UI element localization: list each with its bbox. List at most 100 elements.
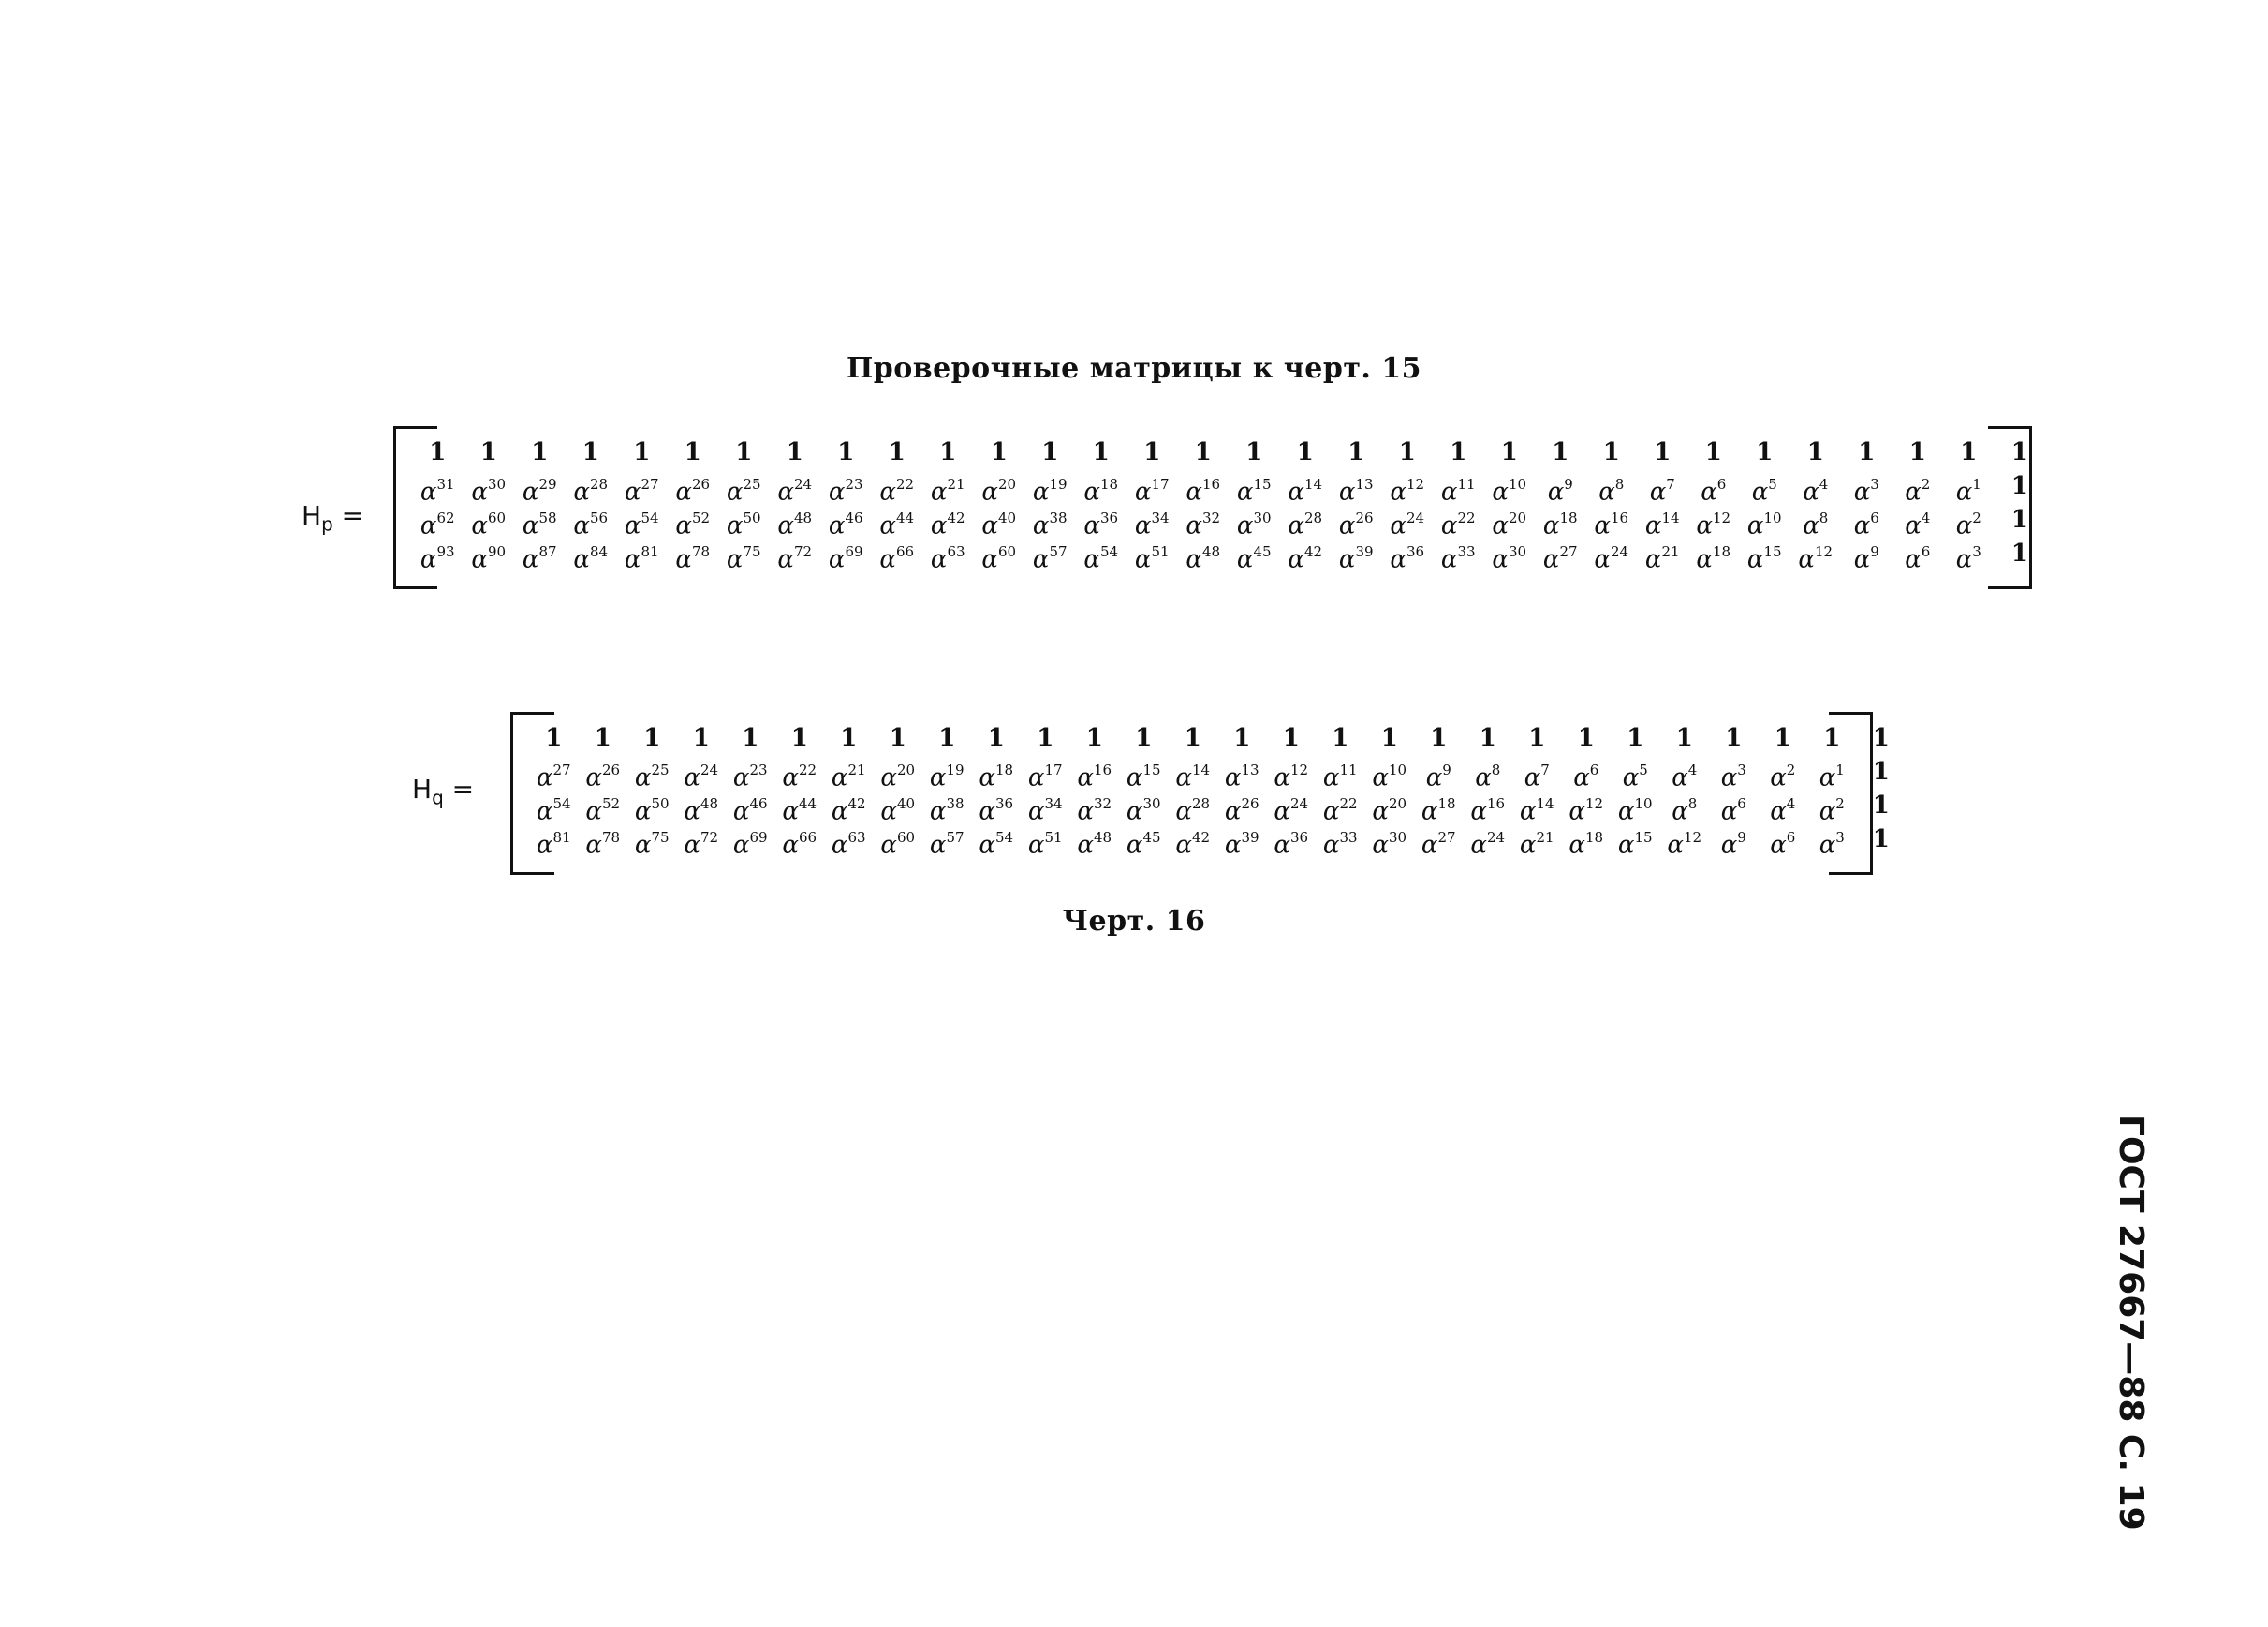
matrix-hq-cell-r1-c19: 1 [1430, 724, 1448, 752]
matrix-hp-cell-r4-c18: α42 [1288, 543, 1323, 574]
matrix-hq-cell-r3-c12: α32 [1077, 795, 1112, 826]
matrix-hq-cell-r3-c6: α44 [782, 795, 817, 826]
matrix-hq-cell-r4-c3: α75 [634, 829, 670, 860]
matrix-hp-cell-r2-c18: α14 [1288, 476, 1323, 507]
matrix-hp-cell-r3-c29: α6 [1853, 510, 1879, 540]
matrix-hp-cell-r2-c15: α17 [1134, 476, 1170, 507]
matrix-hq-cell-r4-c15: α39 [1224, 829, 1259, 860]
matrix-hp-cell-r2-c11: α21 [930, 476, 965, 507]
matrix-hq-cell-r2-c28: 1 [1872, 758, 1890, 786]
matrix-hp-cell-r2-c22: α10 [1492, 476, 1527, 507]
matrix-hp-cell-r1-c7: 1 [735, 438, 753, 466]
matrix-hp-cell-r1-c23: 1 [1552, 438, 1569, 466]
matrix-hp-cell-r1-c5: 1 [633, 438, 651, 466]
matrix-hq-cell-r2-c6: α22 [782, 762, 817, 792]
matrix-hq-cell-r1-c20: 1 [1479, 724, 1496, 752]
matrix-hq-cell-r2-c17: α11 [1322, 762, 1358, 792]
matrix-hp-cell-r4-c12: α60 [981, 543, 1017, 574]
matrix-hp-cell-r3-c12: α40 [981, 510, 1017, 540]
matrix-hq-cell-r3-c14: α28 [1175, 795, 1211, 826]
matrix-hq-cell-r1-c18: 1 [1380, 724, 1398, 752]
matrix-label-hp-equals: = [341, 500, 364, 531]
matrix-hq-cell-r1-c23: 1 [1627, 724, 1644, 752]
matrix-hq-cell-r3-c28: 1 [1872, 791, 1890, 820]
matrix-hq-cell-r3-c23: α10 [1617, 795, 1653, 826]
matrix-hq-cell-r3-c7: α42 [831, 795, 866, 826]
matrix-label-hq-sub: q [432, 786, 444, 809]
matrix-hp-cell-r2-c6: α26 [675, 476, 711, 507]
matrix-hq-cell-r1-c11: 1 [1037, 724, 1054, 752]
matrix-hp-cell-r4-c1: α93 [420, 543, 455, 574]
matrix-hp-right-bracket [1988, 426, 2032, 589]
matrix-hq-cell-r1-c6: 1 [790, 724, 808, 752]
matrix-hp-cell-r2-c24: α8 [1598, 476, 1625, 507]
matrix-hq-cell-r4-c12: α48 [1077, 829, 1112, 860]
matrix-hq-cell-r2-c24: α4 [1672, 762, 1698, 792]
matrix-hp-cell-r1-c2: 1 [479, 438, 497, 466]
matrix-hq-cell-r1-c16: 1 [1282, 724, 1300, 752]
matrix-hp-cell-r4-c6: α78 [675, 543, 711, 574]
matrix-hp-cell-r4-c5: α81 [624, 543, 659, 574]
matrix-hp-cell-r4-c3: α87 [522, 543, 557, 574]
matrix-label-hp-main: H [302, 500, 322, 531]
matrix-hq-cell-r4-c2: α78 [585, 829, 621, 860]
matrix-hq-cell-r2-c16: α12 [1274, 762, 1309, 792]
matrix-hq-cell-r2-c3: α25 [634, 762, 670, 792]
matrix-hq-cell-r1-c4: 1 [692, 724, 710, 752]
matrix-hp-cell-r1-c14: 1 [1092, 438, 1110, 466]
matrix-hp-cell-r1-c4: 1 [582, 438, 599, 466]
matrix-hp-cell-r2-c7: α25 [726, 476, 761, 507]
matrix-hq-cell-r2-c21: α7 [1524, 762, 1550, 792]
matrix-hq-cell-r2-c9: α19 [929, 762, 965, 792]
matrix-hp-cell-r4-c11: α63 [930, 543, 965, 574]
matrix-hq-cell-r3-c5: α46 [732, 795, 768, 826]
matrix-hq-cell-r3-c3: α50 [634, 795, 670, 826]
matrix-hq-cell-r1-c2: 1 [594, 724, 611, 752]
matrix-hp-cell-r3-c28: α8 [1803, 510, 1829, 540]
matrix-hp-cell-r3-c1: α62 [420, 510, 455, 540]
matrix-hp-cell-r2-c30: α2 [1905, 476, 1931, 507]
matrix-hq-cell-r4-c5: α69 [732, 829, 768, 860]
matrix-hp-cell-r3-c14: α36 [1083, 510, 1119, 540]
matrix-hp-cell-r3-c3: α58 [522, 510, 557, 540]
matrix-hp-cell-r3-c21: α22 [1440, 510, 1476, 540]
matrix-hp-cell-r3-c18: α28 [1288, 510, 1323, 540]
matrix-hp-cell-r4-c20: α36 [1390, 543, 1425, 574]
matrix-hq-cell-r1-c7: 1 [840, 724, 858, 752]
matrix-hq-cell-r3-c10: α36 [979, 795, 1014, 826]
matrix-hp-cell-r1-c3: 1 [531, 438, 549, 466]
matrix-hp-cell-r1-c6: 1 [684, 438, 701, 466]
matrix-hq-cell-r2-c19: α9 [1425, 762, 1451, 792]
matrix-hq-cell-r4-c18: α30 [1372, 829, 1407, 860]
matrix-hq-cell-r1-c9: 1 [938, 724, 956, 752]
matrix-hq-cell-r2-c23: α5 [1622, 762, 1648, 792]
matrix-hp-cell-r3-c27: α10 [1746, 510, 1782, 540]
matrix-hq-cell-r3-c17: α22 [1322, 795, 1358, 826]
matrix-hq-cell-r2-c25: α3 [1720, 762, 1746, 792]
matrix-hp-cell-r2-c12: α20 [981, 476, 1017, 507]
matrix-hp-cell-r2-c31: α1 [1955, 476, 1981, 507]
matrix-hq-cell-r2-c12: α16 [1077, 762, 1112, 792]
matrix-hp-cell-r1-c30: 1 [1908, 438, 1926, 466]
matrix-hp-cell-r4-c29: α9 [1853, 543, 1879, 574]
matrix-label-hq-equals: = [451, 774, 475, 805]
matrix-hq-cell-r3-c22: α12 [1568, 795, 1604, 826]
matrix-hp-cell-r3-c17: α30 [1236, 510, 1272, 540]
matrix-hq-cell-r1-c27: 1 [1823, 724, 1841, 752]
matrix-hp-cell-r4-c19: α39 [1338, 543, 1374, 574]
matrix-hp-cell-r2-c21: α11 [1440, 476, 1476, 507]
matrix-hp-cell-r3-c20: α24 [1390, 510, 1425, 540]
matrix-hp-cell-r1-c25: 1 [1654, 438, 1672, 466]
matrix-hp-cell-r4-c21: α33 [1440, 543, 1476, 574]
matrix-hq-cell-r4-c8: α60 [880, 829, 916, 860]
matrix-hp-cell-r4-c24: α24 [1594, 543, 1629, 574]
matrix-hp-cell-r4-c15: α51 [1134, 543, 1170, 574]
matrix-hp-cell-r1-c21: 1 [1450, 438, 1467, 466]
matrix-hq-cell-r3-c2: α52 [585, 795, 621, 826]
matrix-hp-cell-r4-c22: α30 [1492, 543, 1527, 574]
matrix-hp-cell-r1-c31: 1 [1960, 438, 1978, 466]
matrix-hq-cell-r1-c28: 1 [1872, 724, 1890, 752]
matrix-hq-cell-r4-c22: α18 [1568, 829, 1604, 860]
